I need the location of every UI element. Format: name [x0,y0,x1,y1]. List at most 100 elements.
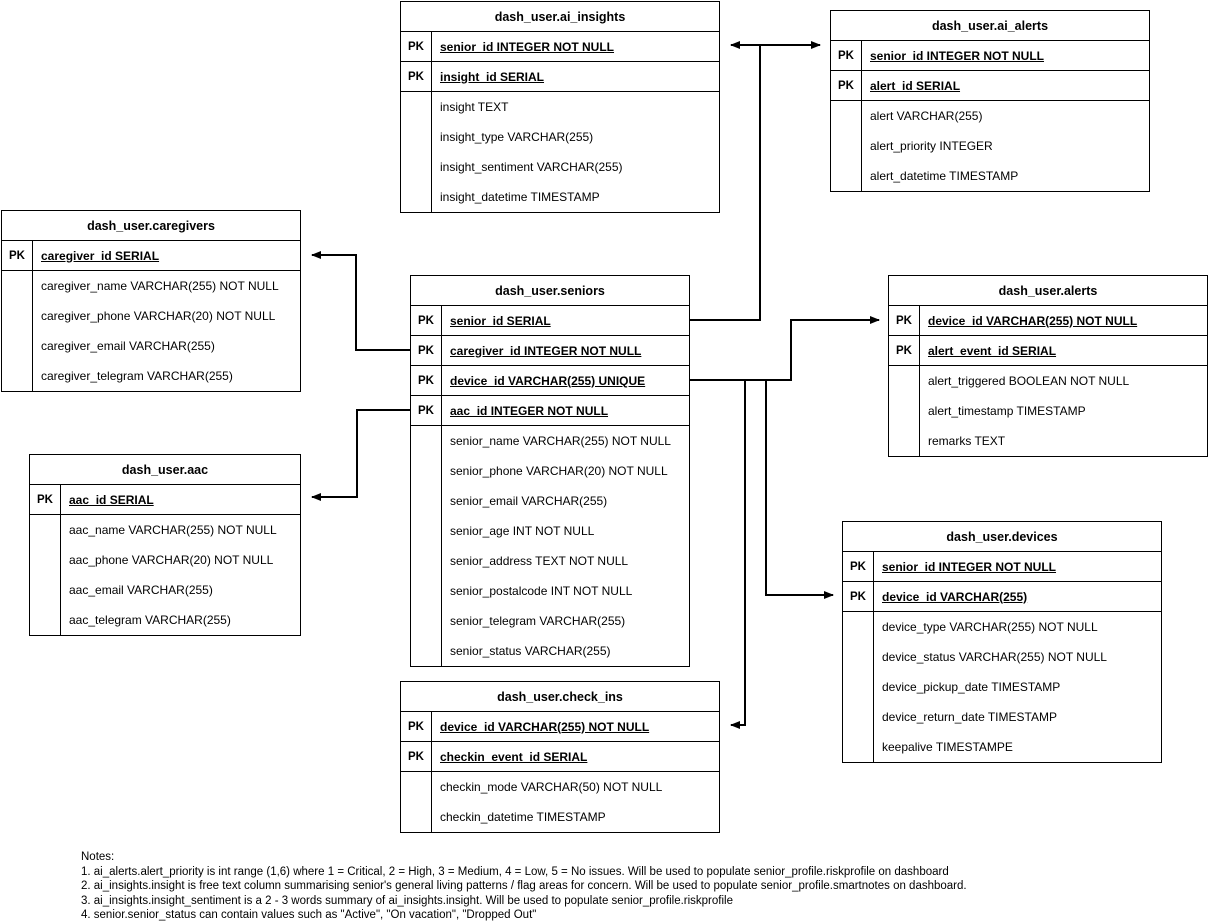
table-row: PK alert_event_id SERIAL [889,336,1207,366]
entity-title-ai-alerts: dash_user.ai_alerts [831,11,1149,41]
attribute-name: insight TEXT [440,100,509,114]
table-row: PK senior_id INTEGER NOT NULL [401,32,719,62]
key-gutter [411,426,442,666]
attribute-name: alert_datetime TIMESTAMP [870,169,1019,183]
note-item: 2. ai_insights.insight is free text colu… [81,880,967,893]
attribute-name: device_id VARCHAR(255) NOT NULL [928,313,1138,328]
attribute-name: alert_event_id SERIAL [928,343,1057,358]
key-gutter [401,772,432,832]
attribute-block: aac_name VARCHAR(255) NOT NULL aac_phone… [30,515,300,635]
attribute-name: alert_triggered BOOLEAN NOT NULL [928,374,1130,388]
key-gutter [831,101,862,191]
key-gutter [30,515,61,635]
pk-badge: PK [411,306,442,335]
attribute-name: caregiver_telegram VARCHAR(255) [41,369,233,383]
attribute-name: device_pickup_date TIMESTAMP [882,680,1061,694]
entity-title-devices: dash_user.devices [843,522,1161,552]
pk-badge: PK [401,32,432,61]
attribute-name: device_id VARCHAR(255) NOT NULL [440,719,650,734]
attribute-name: checkin_event_id SERIAL [440,749,588,764]
attribute-name: aac_id INTEGER NOT NULL [450,403,609,418]
pk-badge: PK [401,712,432,741]
attribute-list: device_type VARCHAR(255) NOT NULL device… [874,612,1161,762]
pk-badge: PK [411,366,442,395]
table-row: PK checkin_event_id SERIAL [401,742,719,772]
attribute-name: senior_id SERIAL [450,313,551,328]
attribute-name: caregiver_email VARCHAR(255) [41,339,215,353]
entity-title-check-ins: dash_user.check_ins [401,682,719,712]
entity-seniors[interactable]: dash_user.seniors PK senior_id SERIAL PK… [410,275,690,667]
entity-caregivers[interactable]: dash_user.caregivers PK caregiver_id SER… [1,210,301,392]
entity-ai-alerts[interactable]: dash_user.ai_alerts PK senior_id INTEGER… [830,10,1150,192]
attribute-list: alert_triggered BOOLEAN NOT NULL alert_t… [920,366,1207,456]
attribute-name: alert VARCHAR(255) [870,109,983,123]
notes-heading: Notes: [81,851,115,863]
key-gutter [2,271,33,391]
table-row: PK aac_id SERIAL [30,485,300,515]
attribute-name: senior_name VARCHAR(255) NOT NULL [450,434,671,448]
entity-title-caregivers: dash_user.caregivers [2,211,300,241]
pk-badge: PK [831,41,862,70]
pk-badge: PK [843,552,874,581]
attribute-list: senior_name VARCHAR(255) NOT NULL senior… [442,426,689,666]
attribute-name: device_id VARCHAR(255) UNIQUE [450,373,646,388]
attribute-name: insight_datetime TIMESTAMP [440,190,600,204]
attribute-name: senior_address TEXT NOT NULL [450,554,629,568]
attribute-name: keepalive TIMESTAMPE [882,740,1013,754]
entity-alerts[interactable]: dash_user.alerts PK device_id VARCHAR(25… [888,275,1208,457]
attribute-name: remarks TEXT [928,434,1006,448]
attribute-name: device_type VARCHAR(255) NOT NULL [882,620,1098,634]
pk-badge: PK [401,62,432,91]
attribute-name: senior_id INTEGER NOT NULL [440,39,615,54]
entity-devices[interactable]: dash_user.devices PK senior_id INTEGER N… [842,521,1162,763]
pk-badge: PK [831,71,862,100]
pk-badge: PK [411,336,442,365]
entity-ai-insights[interactable]: dash_user.ai_insights PK senior_id INTEG… [400,1,720,213]
key-gutter [401,92,432,212]
attribute-list: checkin_mode VARCHAR(50) NOT NULL checki… [432,772,719,832]
note-item: 4. senior.senior_status can contain valu… [81,909,537,922]
attribute-name: checkin_mode VARCHAR(50) NOT NULL [440,780,663,794]
table-row: PK device_id VARCHAR(255) [843,582,1161,612]
attribute-name: checkin_datetime TIMESTAMP [440,810,606,824]
attribute-name: senior_age INT NOT NULL [450,524,595,538]
attribute-name: aac_email VARCHAR(255) [69,583,213,597]
pk-badge: PK [889,306,920,335]
attribute-list: alert VARCHAR(255) alert_priority INTEGE… [862,101,1149,191]
key-gutter [843,612,874,762]
pk-badge: PK [843,582,874,611]
attribute-name: senior_phone VARCHAR(20) NOT NULL [450,464,668,478]
attribute-block: checkin_mode VARCHAR(50) NOT NULL checki… [401,772,719,832]
attribute-name: caregiver_id SERIAL [41,248,160,263]
attribute-name: aac_name VARCHAR(255) NOT NULL [69,523,277,537]
entity-aac[interactable]: dash_user.aac PK aac_id SERIAL aac_name … [29,454,301,636]
attribute-list: caregiver_name VARCHAR(255) NOT NULL car… [33,271,300,391]
pk-badge: PK [889,336,920,365]
attribute-name: alert_priority INTEGER [870,139,993,153]
entity-title-alerts: dash_user.alerts [889,276,1207,306]
table-row: PK alert_id SERIAL [831,71,1149,101]
note-item: 1. ai_alerts.alert_priority is int range… [81,865,949,878]
attribute-name: aac_telegram VARCHAR(255) [69,613,231,627]
entity-check-ins[interactable]: dash_user.check_ins PK device_id VARCHAR… [400,681,720,833]
attribute-list: aac_name VARCHAR(255) NOT NULL aac_phone… [61,515,300,635]
attribute-name: caregiver_phone VARCHAR(20) NOT NULL [41,309,276,323]
wire-to-aac [311,409,410,501]
attribute-name: insight_sentiment VARCHAR(255) [440,160,623,174]
attribute-name: insight_id SERIAL [440,69,545,84]
attribute-name: alert_id SERIAL [870,78,961,93]
entity-title-ai-insights: dash_user.ai_insights [401,2,719,32]
table-row: PK insight_id SERIAL [401,62,719,92]
attribute-name: device_id VARCHAR(255) [882,589,1028,604]
attribute-name: device_return_date TIMESTAMP [882,710,1057,724]
table-row: PK device_id VARCHAR(255) NOT NULL [889,306,1207,336]
attribute-name: senior_id INTEGER NOT NULL [870,48,1045,63]
notes-block: Notes: 1. ai_alerts.alert_priority is in… [81,850,967,923]
wire-to-devices [690,379,834,599]
table-row: PK caregiver_id SERIAL [2,241,300,271]
pk-badge: PK [2,241,33,270]
note-item: 3. ai_insights.insight_sentiment is a 2 … [81,894,733,907]
attribute-name: senior_email VARCHAR(255) [450,494,608,508]
entity-title-seniors: dash_user.seniors [411,276,689,306]
